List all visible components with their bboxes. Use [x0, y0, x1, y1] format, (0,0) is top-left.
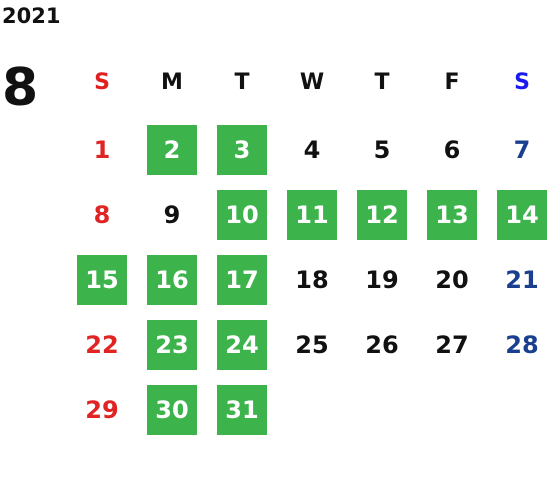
- day-21[interactable]: 21: [505, 266, 539, 294]
- weekday-sunday: S: [94, 69, 110, 95]
- weekday-saturday: S: [514, 69, 530, 95]
- day-cell: 24: [207, 320, 277, 370]
- day-cell: 29: [67, 385, 137, 435]
- day-6[interactable]: 6: [443, 136, 461, 164]
- day-cell: 15: [67, 255, 137, 305]
- day-cell: 5: [347, 125, 417, 175]
- weekday-friday: F: [444, 69, 460, 95]
- day-cell: 3: [207, 125, 277, 175]
- day-cell: 18: [277, 255, 347, 305]
- calendar-week-row: 15 16 17 18 19 20 21: [67, 255, 548, 305]
- day-cell: 20: [417, 255, 487, 305]
- day-cell: 1: [67, 125, 137, 175]
- day-5[interactable]: 5: [373, 136, 391, 164]
- day-18[interactable]: 18: [295, 266, 329, 294]
- day-11[interactable]: 11: [287, 190, 337, 240]
- day-cell: 7: [487, 125, 548, 175]
- day-29[interactable]: 29: [85, 396, 119, 424]
- day-cell: 23: [137, 320, 207, 370]
- day-cell: 10: [207, 190, 277, 240]
- day-cell: 4: [277, 125, 347, 175]
- day-13[interactable]: 13: [427, 190, 477, 240]
- weekday-wednesday: W: [299, 69, 325, 95]
- day-12[interactable]: 12: [357, 190, 407, 240]
- calendar-week-row: 22 23 24 25 26 27 28: [67, 320, 548, 370]
- day-7[interactable]: 7: [513, 136, 531, 164]
- day-cell: [417, 385, 487, 435]
- day-15[interactable]: 15: [77, 255, 127, 305]
- day-cell: 28: [487, 320, 548, 370]
- weekday-monday: M: [161, 69, 183, 95]
- day-cell: 19: [347, 255, 417, 305]
- day-8[interactable]: 8: [93, 201, 111, 229]
- day-26[interactable]: 26: [365, 331, 399, 359]
- calendar-week-row: 8 9 10 11 12 13 14: [67, 190, 548, 240]
- day-9[interactable]: 9: [163, 201, 181, 229]
- day-25[interactable]: 25: [295, 331, 329, 359]
- weekday-thursday: T: [374, 69, 390, 95]
- day-cell: [277, 385, 347, 435]
- day-22[interactable]: 22: [85, 331, 119, 359]
- day-cell: 26: [347, 320, 417, 370]
- day-cell: 31: [207, 385, 277, 435]
- day-cell: 17: [207, 255, 277, 305]
- day-3[interactable]: 3: [217, 125, 267, 175]
- day-cell: 11: [277, 190, 347, 240]
- day-2[interactable]: 2: [147, 125, 197, 175]
- day-cell: 27: [417, 320, 487, 370]
- day-1[interactable]: 1: [93, 136, 111, 164]
- day-10[interactable]: 10: [217, 190, 267, 240]
- day-cell: 2: [137, 125, 207, 175]
- day-cell: [487, 385, 548, 435]
- year-label: 2021: [2, 4, 61, 28]
- day-cell: 16: [137, 255, 207, 305]
- day-cell: 6: [417, 125, 487, 175]
- day-19[interactable]: 19: [365, 266, 399, 294]
- day-cell: 14: [487, 190, 548, 240]
- weekday-header: S M T W T F S: [67, 62, 548, 102]
- day-cell: 21: [487, 255, 548, 305]
- day-27[interactable]: 27: [435, 331, 469, 359]
- day-24[interactable]: 24: [217, 320, 267, 370]
- day-cell: 25: [277, 320, 347, 370]
- day-cell: [347, 385, 417, 435]
- day-23[interactable]: 23: [147, 320, 197, 370]
- weekday-tuesday: T: [234, 69, 250, 95]
- day-cell: 13: [417, 190, 487, 240]
- day-14[interactable]: 14: [497, 190, 547, 240]
- day-cell: 8: [67, 190, 137, 240]
- day-4[interactable]: 4: [303, 136, 321, 164]
- day-20[interactable]: 20: [435, 266, 469, 294]
- day-31[interactable]: 31: [217, 385, 267, 435]
- day-16[interactable]: 16: [147, 255, 197, 305]
- day-28[interactable]: 28: [505, 331, 539, 359]
- day-17[interactable]: 17: [217, 255, 267, 305]
- day-30[interactable]: 30: [147, 385, 197, 435]
- calendar-week-row: 29 30 31: [67, 385, 548, 435]
- day-cell: 12: [347, 190, 417, 240]
- month-label: 8: [2, 58, 39, 118]
- day-cell: 9: [137, 190, 207, 240]
- day-cell: 30: [137, 385, 207, 435]
- day-cell: 22: [67, 320, 137, 370]
